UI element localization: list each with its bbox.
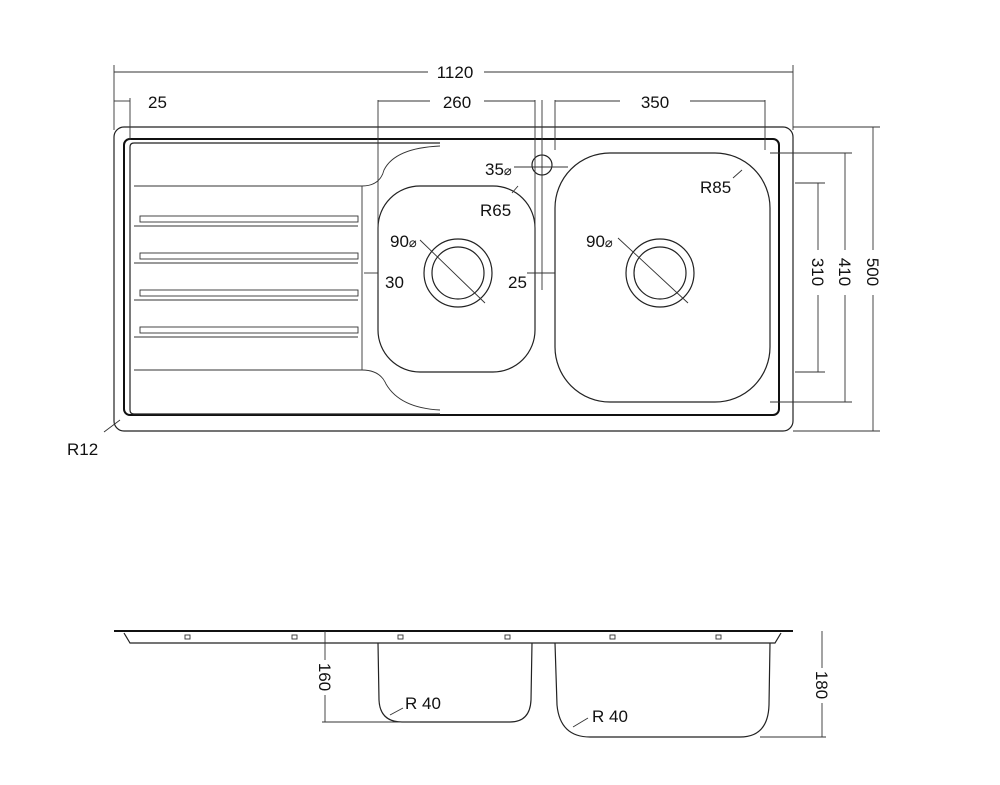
dimension-lines	[113, 65, 880, 432]
large-bowl-length-label: 410	[835, 258, 854, 286]
top-view: 1120 25 260 350 R12 R65 R85 35⌀ 90⌀ 90⌀ …	[67, 63, 882, 459]
large-drain	[617, 237, 695, 308]
clips	[184, 634, 722, 640]
large-bowl	[554, 152, 771, 403]
sink-rim	[123, 138, 780, 416]
small-bowl-depth-label: 160	[315, 663, 334, 691]
small-bowl-profile	[377, 642, 533, 723]
sink-outline	[113, 126, 794, 432]
large-bowl-depth-label: 180	[812, 671, 831, 699]
small-bowl-profile-radius-label: R 40	[405, 694, 441, 713]
groove	[139, 289, 359, 297]
groove	[139, 215, 359, 223]
corner-radius-label: R12	[67, 440, 98, 459]
small-drain	[419, 238, 493, 308]
large-bowl-width-label: 350	[641, 93, 669, 112]
drainboard-bottom-strip	[134, 369, 441, 411]
small-bowl-radius-label: R65	[480, 201, 511, 220]
large-bowl-profile	[554, 642, 771, 738]
tap-hole-label: 35⌀	[485, 160, 512, 179]
bowl-gap-label: 25	[508, 273, 527, 292]
small-drain-label: 90⌀	[390, 232, 417, 251]
sink-flange	[123, 632, 782, 644]
small-bowl-width-label: 260	[443, 93, 471, 112]
drainboard-top-strip	[134, 145, 441, 187]
drainboard-edge	[129, 142, 440, 415]
inner-depth-label: 310	[808, 258, 827, 286]
groove	[139, 326, 359, 334]
side-view: 160 180 R 40 R 40	[114, 630, 831, 738]
overall-depth-label: 500	[863, 258, 882, 286]
groove	[139, 252, 359, 260]
drainboard-grooves	[134, 215, 359, 338]
large-bowl-profile-radius-label: R 40	[592, 707, 628, 726]
drainboard-gap-label: 30	[385, 273, 404, 292]
large-bowl-radius-label: R85	[700, 178, 731, 197]
edge-offset-label: 25	[148, 93, 167, 112]
overall-width-label: 1120	[437, 63, 474, 82]
large-drain-label: 90⌀	[586, 232, 613, 251]
